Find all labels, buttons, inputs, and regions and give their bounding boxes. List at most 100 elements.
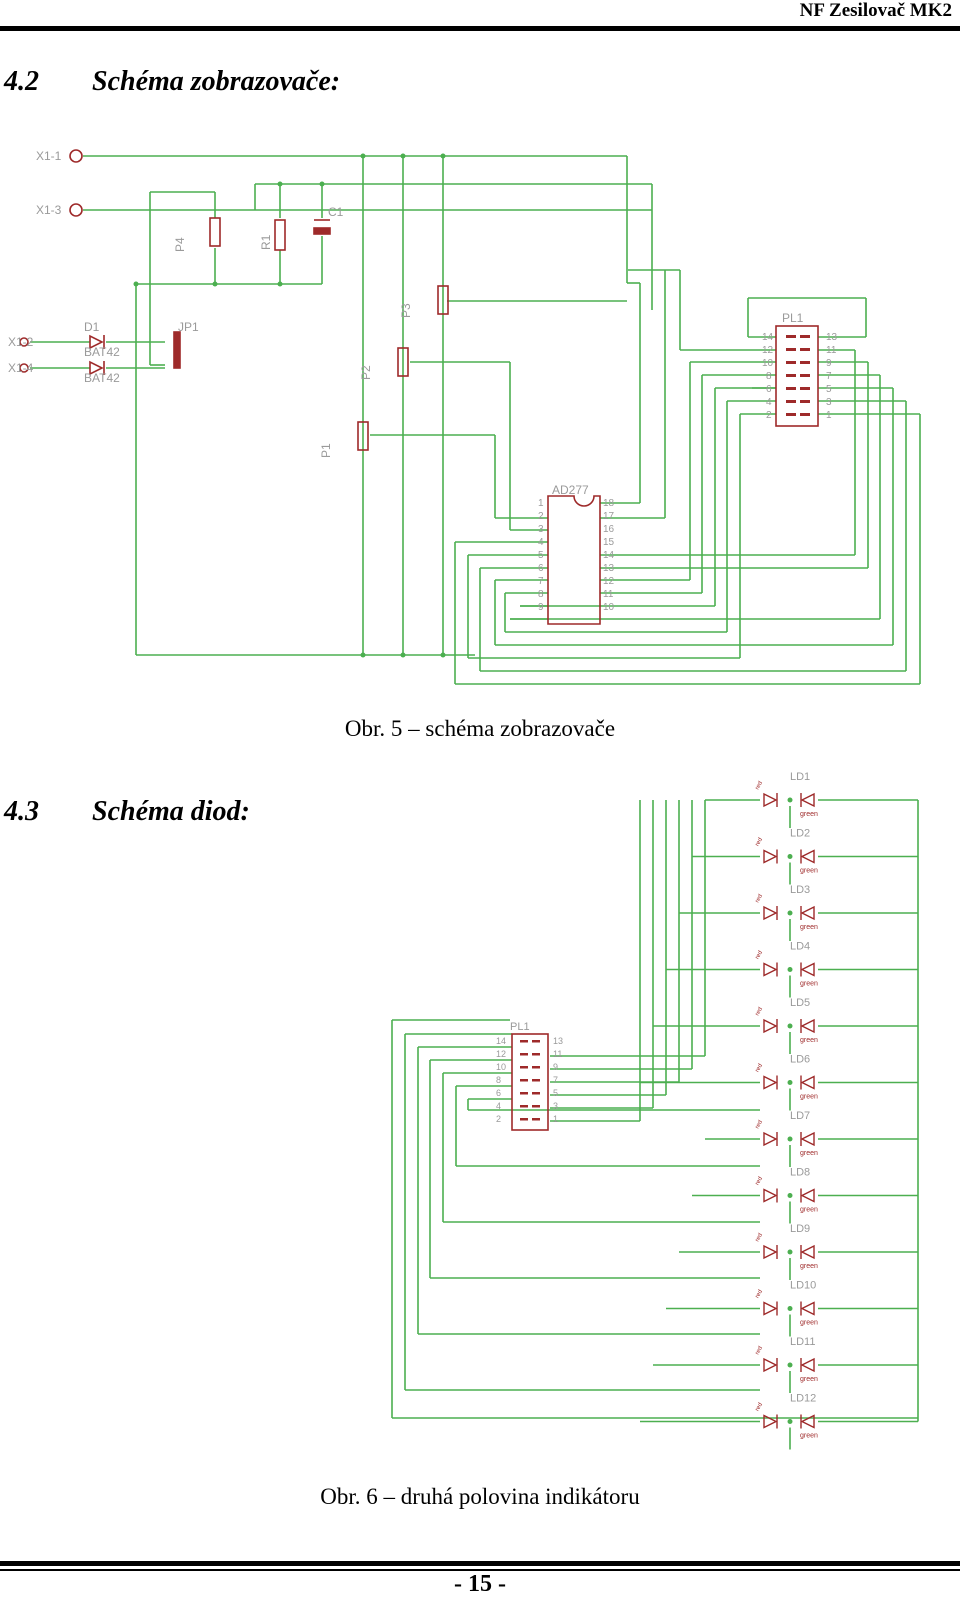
svg-text:8: 8 [538, 589, 544, 600]
red-led-icon [763, 1188, 778, 1203]
svg-text:7: 7 [826, 371, 832, 382]
label-c1: C1 [328, 205, 344, 219]
svg-text:18: 18 [603, 498, 615, 509]
label-r1: R1 [259, 234, 273, 250]
pl-pin-left: 10 [496, 1062, 506, 1072]
svg-text:17: 17 [603, 511, 615, 522]
red-led-icon [763, 849, 778, 864]
green-led-label: green [800, 924, 818, 931]
led-label: LD11 [790, 1336, 815, 1348]
pl-pin-right: 13 [553, 1036, 563, 1046]
led-label: LD1 [790, 771, 810, 783]
svg-text:8: 8 [766, 371, 772, 382]
svg-text:13: 13 [603, 563, 615, 574]
red-led-icon [763, 905, 778, 921]
pl-pin-right: 7 [553, 1075, 558, 1085]
section-title: Schéma zobrazovače: [92, 66, 341, 97]
ic-pin-numbers: 1 2 3 4 5 6 7 8 9 18 17 16 15 14 13 12 1… [538, 332, 838, 613]
section-number: 4.2 [4, 66, 39, 97]
pl-pin-right: 11 [553, 1049, 562, 1059]
led-diodes: LD1redgreenLD2redgreenLD3redgreenLD4redg… [755, 771, 818, 1440]
red-led-label: red [755, 893, 765, 904]
green-led-icon [800, 1414, 815, 1429]
pl-pin-left: 6 [496, 1088, 501, 1098]
svg-text:13: 13 [826, 332, 838, 343]
green-led-label: green [800, 981, 818, 988]
led-label: LD10 [790, 1280, 816, 1292]
red-led-label: red [755, 1402, 765, 1413]
green-led-label: green [800, 1207, 818, 1214]
green-led-label: green [800, 1094, 818, 1101]
pl-pin-right: 1 [553, 1114, 558, 1124]
green-led-label: green [800, 1320, 818, 1327]
schematic-components [19, 149, 819, 625]
pl1-pin-marks [786, 335, 810, 416]
green-led-icon [800, 849, 815, 864]
green-led-label: green [800, 1037, 818, 1044]
red-led-label: red [755, 837, 765, 848]
svg-text:3: 3 [826, 397, 832, 408]
figure-caption-6: Obr. 6 – druhá polovina indikátoru [320, 1484, 640, 1509]
svg-text:16: 16 [603, 524, 615, 535]
svg-text:11: 11 [603, 589, 614, 600]
green-led-label: green [800, 811, 818, 818]
green-led-icon [800, 1301, 815, 1316]
wire-junctions [133, 153, 446, 658]
svg-text:3: 3 [538, 524, 544, 535]
label-d1: D1 [84, 320, 100, 334]
pl-pin-right: 9 [553, 1062, 558, 1072]
red-led-icon [763, 1075, 778, 1090]
red-led-label: red [755, 1289, 765, 1300]
svg-text:12: 12 [762, 345, 774, 356]
red-led-label: red [755, 780, 765, 791]
label-bat42-b: BAT42 [84, 371, 120, 385]
svg-text:4: 4 [766, 397, 772, 408]
header-rule [0, 26, 960, 31]
green-led-icon [800, 1018, 815, 1034]
label-ad277: AD277 [552, 483, 589, 497]
schematic-wires [30, 155, 921, 685]
svg-text:1: 1 [538, 498, 544, 509]
svg-text:2: 2 [766, 410, 772, 421]
pl-pin-left: 8 [496, 1075, 501, 1085]
label-p4: P4 [173, 237, 187, 252]
label-bat42-a: BAT42 [84, 345, 120, 359]
schematic-labels: X1-1 X1-3 X1-2 X1-4 D1 BAT42 BAT42 JP1 C… [8, 149, 804, 497]
green-led-label: green [800, 1376, 818, 1383]
red-led-icon [763, 1244, 778, 1260]
figure-caption-5: Obr. 5 – schéma zobrazovače [344, 716, 616, 741]
green-led-icon [800, 1357, 815, 1373]
red-led-label: red [755, 950, 765, 961]
label-p3: P3 [399, 303, 413, 318]
red-led-icon [763, 1018, 778, 1034]
led-wires [391, 799, 919, 1450]
red-led-label: red [755, 1232, 765, 1243]
section-title: Schéma diod: [92, 796, 250, 827]
led-schematic: LD1redgreenLD2redgreenLD3redgreenLD4redg… [391, 771, 919, 1450]
page-number: - 15 - [454, 1571, 506, 1597]
green-led-icon [800, 962, 815, 977]
running-header-title: NF Zesilovač MK2 [799, 0, 952, 21]
green-led-icon [800, 905, 815, 921]
red-led-label: red [755, 1006, 765, 1017]
display-schematic: X1-1 X1-3 X1-2 X1-4 D1 BAT42 BAT42 JP1 C… [8, 149, 921, 685]
svg-text:7: 7 [538, 576, 544, 587]
led-label: LD12 [790, 1393, 816, 1405]
led-label: LD9 [790, 1223, 810, 1235]
red-led-label: red [755, 1119, 765, 1130]
svg-text:15: 15 [603, 537, 615, 548]
label-x1-3: X1-3 [36, 203, 62, 217]
red-led-label: red [755, 1063, 765, 1074]
red-led-icon [763, 792, 778, 808]
svg-text:14: 14 [603, 550, 615, 561]
footer-rule-thick [0, 1561, 960, 1566]
section-number: 4.3 [4, 796, 39, 827]
section-heading-4-3: 4.3 Schéma diod: [4, 796, 250, 828]
pl-pin-left: 4 [496, 1101, 501, 1111]
